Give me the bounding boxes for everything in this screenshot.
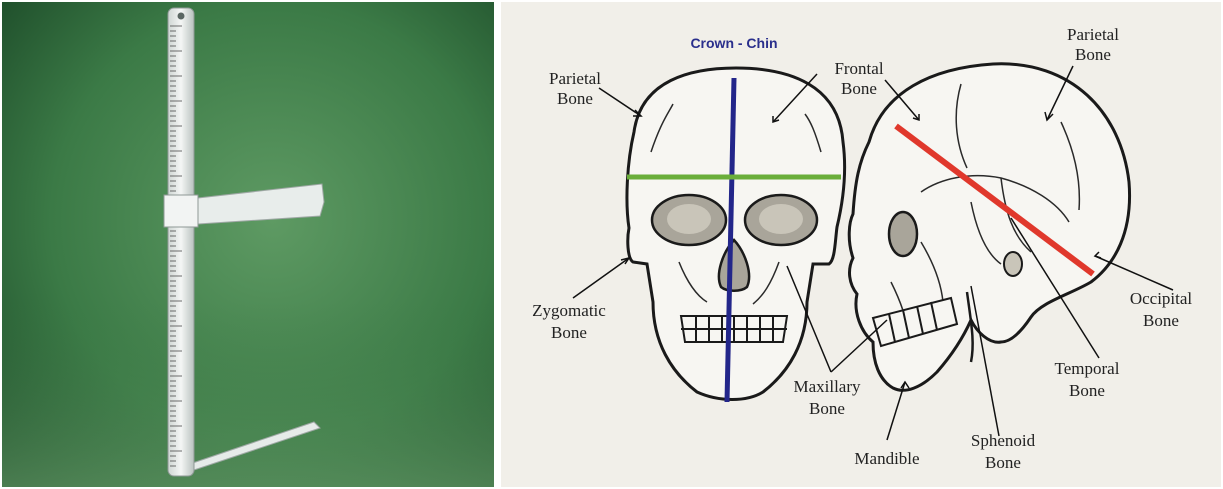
label-frontal-1: Frontal bbox=[834, 59, 883, 78]
label-parietal-side-2: Bone bbox=[1075, 45, 1111, 64]
caliper-illustration bbox=[2, 2, 494, 487]
teeth bbox=[681, 316, 787, 342]
skull-diagram: Crown - Chin Parietal Bone Frontal Bone … bbox=[501, 2, 1221, 487]
label-parietal-side-1: Parietal bbox=[1067, 25, 1119, 44]
label-parietal-front-1: Parietal bbox=[549, 69, 601, 88]
label-sphenoid-1: Sphenoid bbox=[971, 431, 1036, 450]
label-occipital-2: Bone bbox=[1143, 311, 1179, 330]
label-zygomatic-2: Bone bbox=[551, 323, 587, 342]
ear-canal bbox=[1004, 252, 1022, 276]
label-parietal-front-2: Bone bbox=[557, 89, 593, 108]
label-occipital-1: Occipital bbox=[1130, 289, 1193, 308]
label-maxillary-2: Bone bbox=[809, 399, 845, 418]
label-maxillary-1: Maxillary bbox=[793, 377, 861, 396]
label-temporal-2: Bone bbox=[1069, 381, 1105, 400]
side-eye-socket bbox=[889, 212, 917, 256]
skull-diagram-svg: Crown - Chin Parietal Bone Frontal Bone … bbox=[501, 2, 1221, 487]
diagram-title: Crown - Chin bbox=[690, 35, 777, 51]
caliper-photo bbox=[2, 2, 494, 487]
label-frontal-2: Bone bbox=[841, 79, 877, 98]
label-temporal-1: Temporal bbox=[1055, 359, 1120, 378]
label-mandible: Mandible bbox=[854, 449, 919, 468]
label-zygomatic-1: Zygomatic bbox=[532, 301, 606, 320]
label-sphenoid-2: Bone bbox=[985, 453, 1021, 472]
